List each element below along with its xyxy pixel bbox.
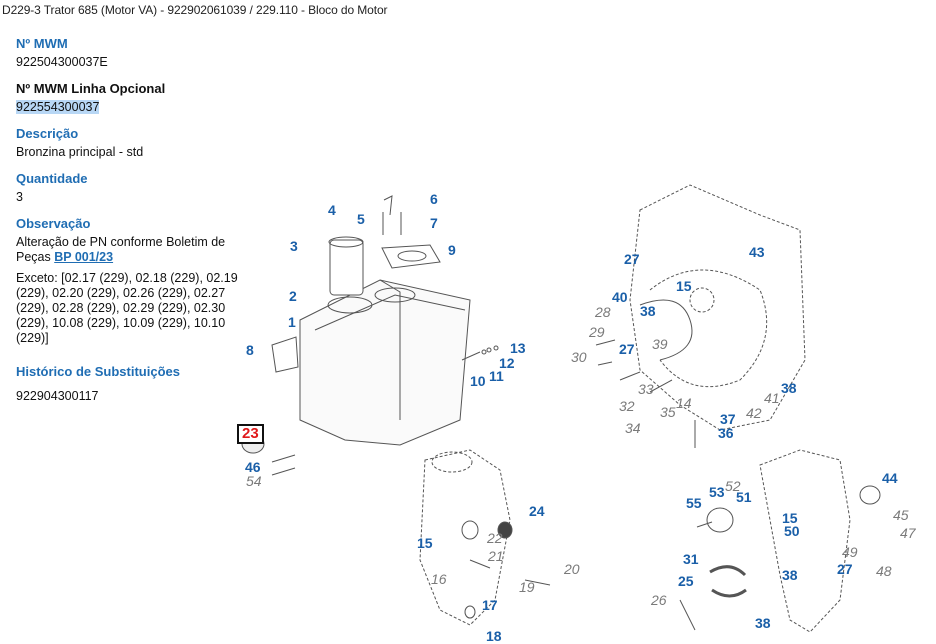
observacao-text-before-link: Alteração de PN conforme Boletim de Peça… [16, 235, 226, 264]
callout-part-27[interactable]: 27 [837, 561, 853, 577]
callout-part-38[interactable]: 38 [782, 567, 798, 583]
callout-part-48[interactable]: 48 [876, 563, 892, 579]
callout-part-43[interactable]: 43 [749, 244, 765, 260]
callout-part-51[interactable]: 51 [736, 489, 752, 505]
callout-part-2[interactable]: 2 [289, 288, 297, 304]
callout-part-25[interactable]: 25 [678, 573, 694, 589]
observacao-text: Alteração de PN conforme Boletim de Peça… [16, 235, 254, 265]
callout-part-49[interactable]: 49 [842, 544, 858, 560]
callout-part-9[interactable]: 9 [448, 242, 456, 258]
callout-part-4[interactable]: 4 [328, 202, 336, 218]
callout-part-41[interactable]: 41 [764, 390, 780, 406]
quantidade-label: Quantidade [16, 171, 88, 186]
observacao-label: Observação [16, 216, 91, 231]
callout-part-7[interactable]: 7 [430, 215, 438, 231]
callout-part-32[interactable]: 32 [619, 398, 635, 414]
callout-part-8[interactable]: 8 [246, 342, 254, 358]
callout-part-40[interactable]: 40 [612, 289, 628, 305]
callout-part-16[interactable]: 16 [431, 571, 447, 587]
callout-part-38[interactable]: 38 [755, 615, 771, 631]
callout-part-55[interactable]: 55 [686, 495, 702, 511]
callout-part-54[interactable]: 54 [246, 473, 262, 489]
callout-selected-part[interactable]: 23 [237, 424, 264, 444]
callout-part-33[interactable]: 33 [638, 381, 654, 397]
callout-part-47[interactable]: 47 [900, 525, 916, 541]
callout-part-10[interactable]: 10 [470, 373, 486, 389]
callout-part-45[interactable]: 45 [893, 507, 909, 523]
mwm-opcional-value[interactable]: 922554300037 [16, 100, 100, 114]
callout-part-38[interactable]: 38 [640, 303, 656, 319]
part-info-panel: Nº MWM 922504300037E Nº MWM Linha Opcion… [16, 36, 254, 415]
callout-part-20[interactable]: 20 [564, 561, 580, 577]
callout-part-46[interactable]: 46 [245, 459, 261, 475]
callout-part-15[interactable]: 15 [782, 510, 798, 526]
field-descricao: Descrição Bronzina principal - std [16, 126, 254, 160]
historico-value: 922904300117 [16, 389, 99, 403]
callout-part-17[interactable]: 17 [482, 597, 498, 613]
field-mwm-opcional: Nº MWM Linha Opcional 922554300037 [16, 81, 254, 115]
callout-part-37[interactable]: 37 [720, 411, 736, 427]
callout-part-24[interactable]: 24 [529, 503, 545, 519]
callout-part-27[interactable]: 27 [624, 251, 640, 267]
callout-part-6[interactable]: 6 [430, 191, 438, 207]
callout-part-28[interactable]: 28 [595, 304, 611, 320]
callout-part-52[interactable]: 52 [725, 478, 741, 494]
callout-part-26[interactable]: 26 [651, 592, 667, 608]
historico-label: Histórico de Substituições [16, 364, 180, 379]
callout-part-27[interactable]: 27 [619, 341, 635, 357]
callout-part-29[interactable]: 29 [589, 324, 605, 340]
callout-part-15[interactable]: 15 [676, 278, 692, 294]
callout-part-11[interactable]: 11 [489, 368, 504, 384]
rear-housing-drawing [759, 449, 851, 633]
callout-part-1[interactable]: 1 [288, 314, 296, 330]
callout-part-30[interactable]: 30 [571, 349, 587, 365]
callout-part-14[interactable]: 14 [676, 395, 692, 411]
callout-part-34[interactable]: 34 [625, 420, 641, 436]
field-historico: Histórico de Substituições 922904300117 [16, 364, 254, 404]
callout-part-53[interactable]: 53 [709, 484, 725, 500]
quantidade-value: 3 [16, 190, 23, 204]
callout-part-19[interactable]: 19 [519, 579, 535, 595]
callout-part-18[interactable]: 18 [486, 628, 502, 644]
descricao-value: Bronzina principal - std [16, 145, 144, 159]
callout-part-42[interactable]: 42 [746, 405, 762, 421]
mwm-value: 922504300037E [16, 55, 108, 69]
breadcrumb: D229-3 Trator 685 (Motor VA) - 922902061… [2, 3, 388, 17]
oil-pump-parts-drawing [461, 520, 551, 619]
field-mwm: Nº MWM 922504300037E [16, 36, 254, 70]
callout-part-38[interactable]: 38 [781, 380, 797, 396]
callout-part-36[interactable]: 36 [718, 425, 734, 441]
callout-part-44[interactable]: 44 [882, 470, 898, 486]
flywheel-parts-drawing [595, 299, 696, 448]
callout-part-35[interactable]: 35 [660, 404, 676, 420]
mwm-opcional-label: Nº MWM Linha Opcional [16, 81, 166, 96]
callout-part-13[interactable]: 13 [510, 340, 526, 356]
callout-part-15[interactable]: 15 [417, 535, 433, 551]
field-observacao: Observação Alteração de PN conforme Bole… [16, 216, 254, 346]
callout-part-3[interactable]: 3 [290, 238, 298, 254]
callout-part-31[interactable]: 31 [683, 551, 699, 567]
field-quantidade: Quantidade 3 [16, 171, 254, 205]
callout-part-21[interactable]: 21 [488, 548, 504, 564]
engine-block-drawing [241, 195, 499, 476]
observacao-exceto: Exceto: [02.17 (229), 02.18 (229), 02.19… [16, 271, 238, 345]
callout-part-12[interactable]: 12 [499, 355, 515, 371]
boletim-link[interactable]: BP 001/23 [54, 250, 114, 264]
callout-part-22[interactable]: 22 [487, 530, 503, 546]
callout-part-5[interactable]: 5 [357, 211, 365, 227]
mwm-label: Nº MWM [16, 36, 68, 51]
callout-part-39[interactable]: 39 [652, 336, 668, 352]
descricao-label: Descrição [16, 126, 79, 141]
callout-part-50[interactable]: 50 [784, 523, 800, 539]
